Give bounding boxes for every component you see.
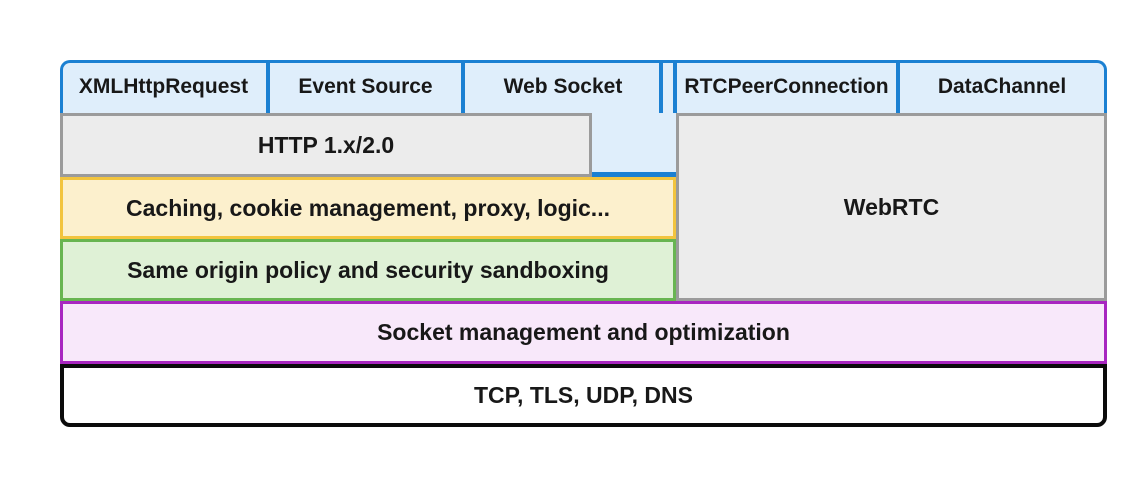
- transport-layer-box: TCP, TLS, UDP, DNS: [60, 364, 1107, 427]
- api-divider: [896, 62, 900, 113]
- api-divider: [266, 62, 270, 113]
- api-cell-web-socket: Web Socket: [503, 74, 623, 98]
- api-divider: [659, 62, 663, 113]
- api-cell-datachannel: DataChannel: [937, 74, 1067, 98]
- api-cell-xmlhttprequest: XMLHttpRequest: [78, 74, 249, 98]
- api-divider: [461, 62, 465, 113]
- http-layer-box: HTTP 1.x/2.0: [60, 113, 592, 177]
- api-row-strip: [60, 60, 1107, 113]
- socket-management-layer-box: Socket management and optimization: [60, 301, 1107, 364]
- api-cell-event-source: Event Source: [298, 74, 433, 98]
- webrtc-layer-box: WebRTC: [676, 113, 1107, 301]
- api-cell-rtcpeerconnection: RTCPeerConnection: [684, 74, 889, 98]
- sandbox-layer-box: Same origin policy and security sandboxi…: [60, 239, 676, 301]
- websocket-column-extension: [592, 110, 676, 177]
- api-divider: [673, 62, 677, 113]
- caching-layer-box: Caching, cookie management, proxy, logic…: [60, 177, 676, 239]
